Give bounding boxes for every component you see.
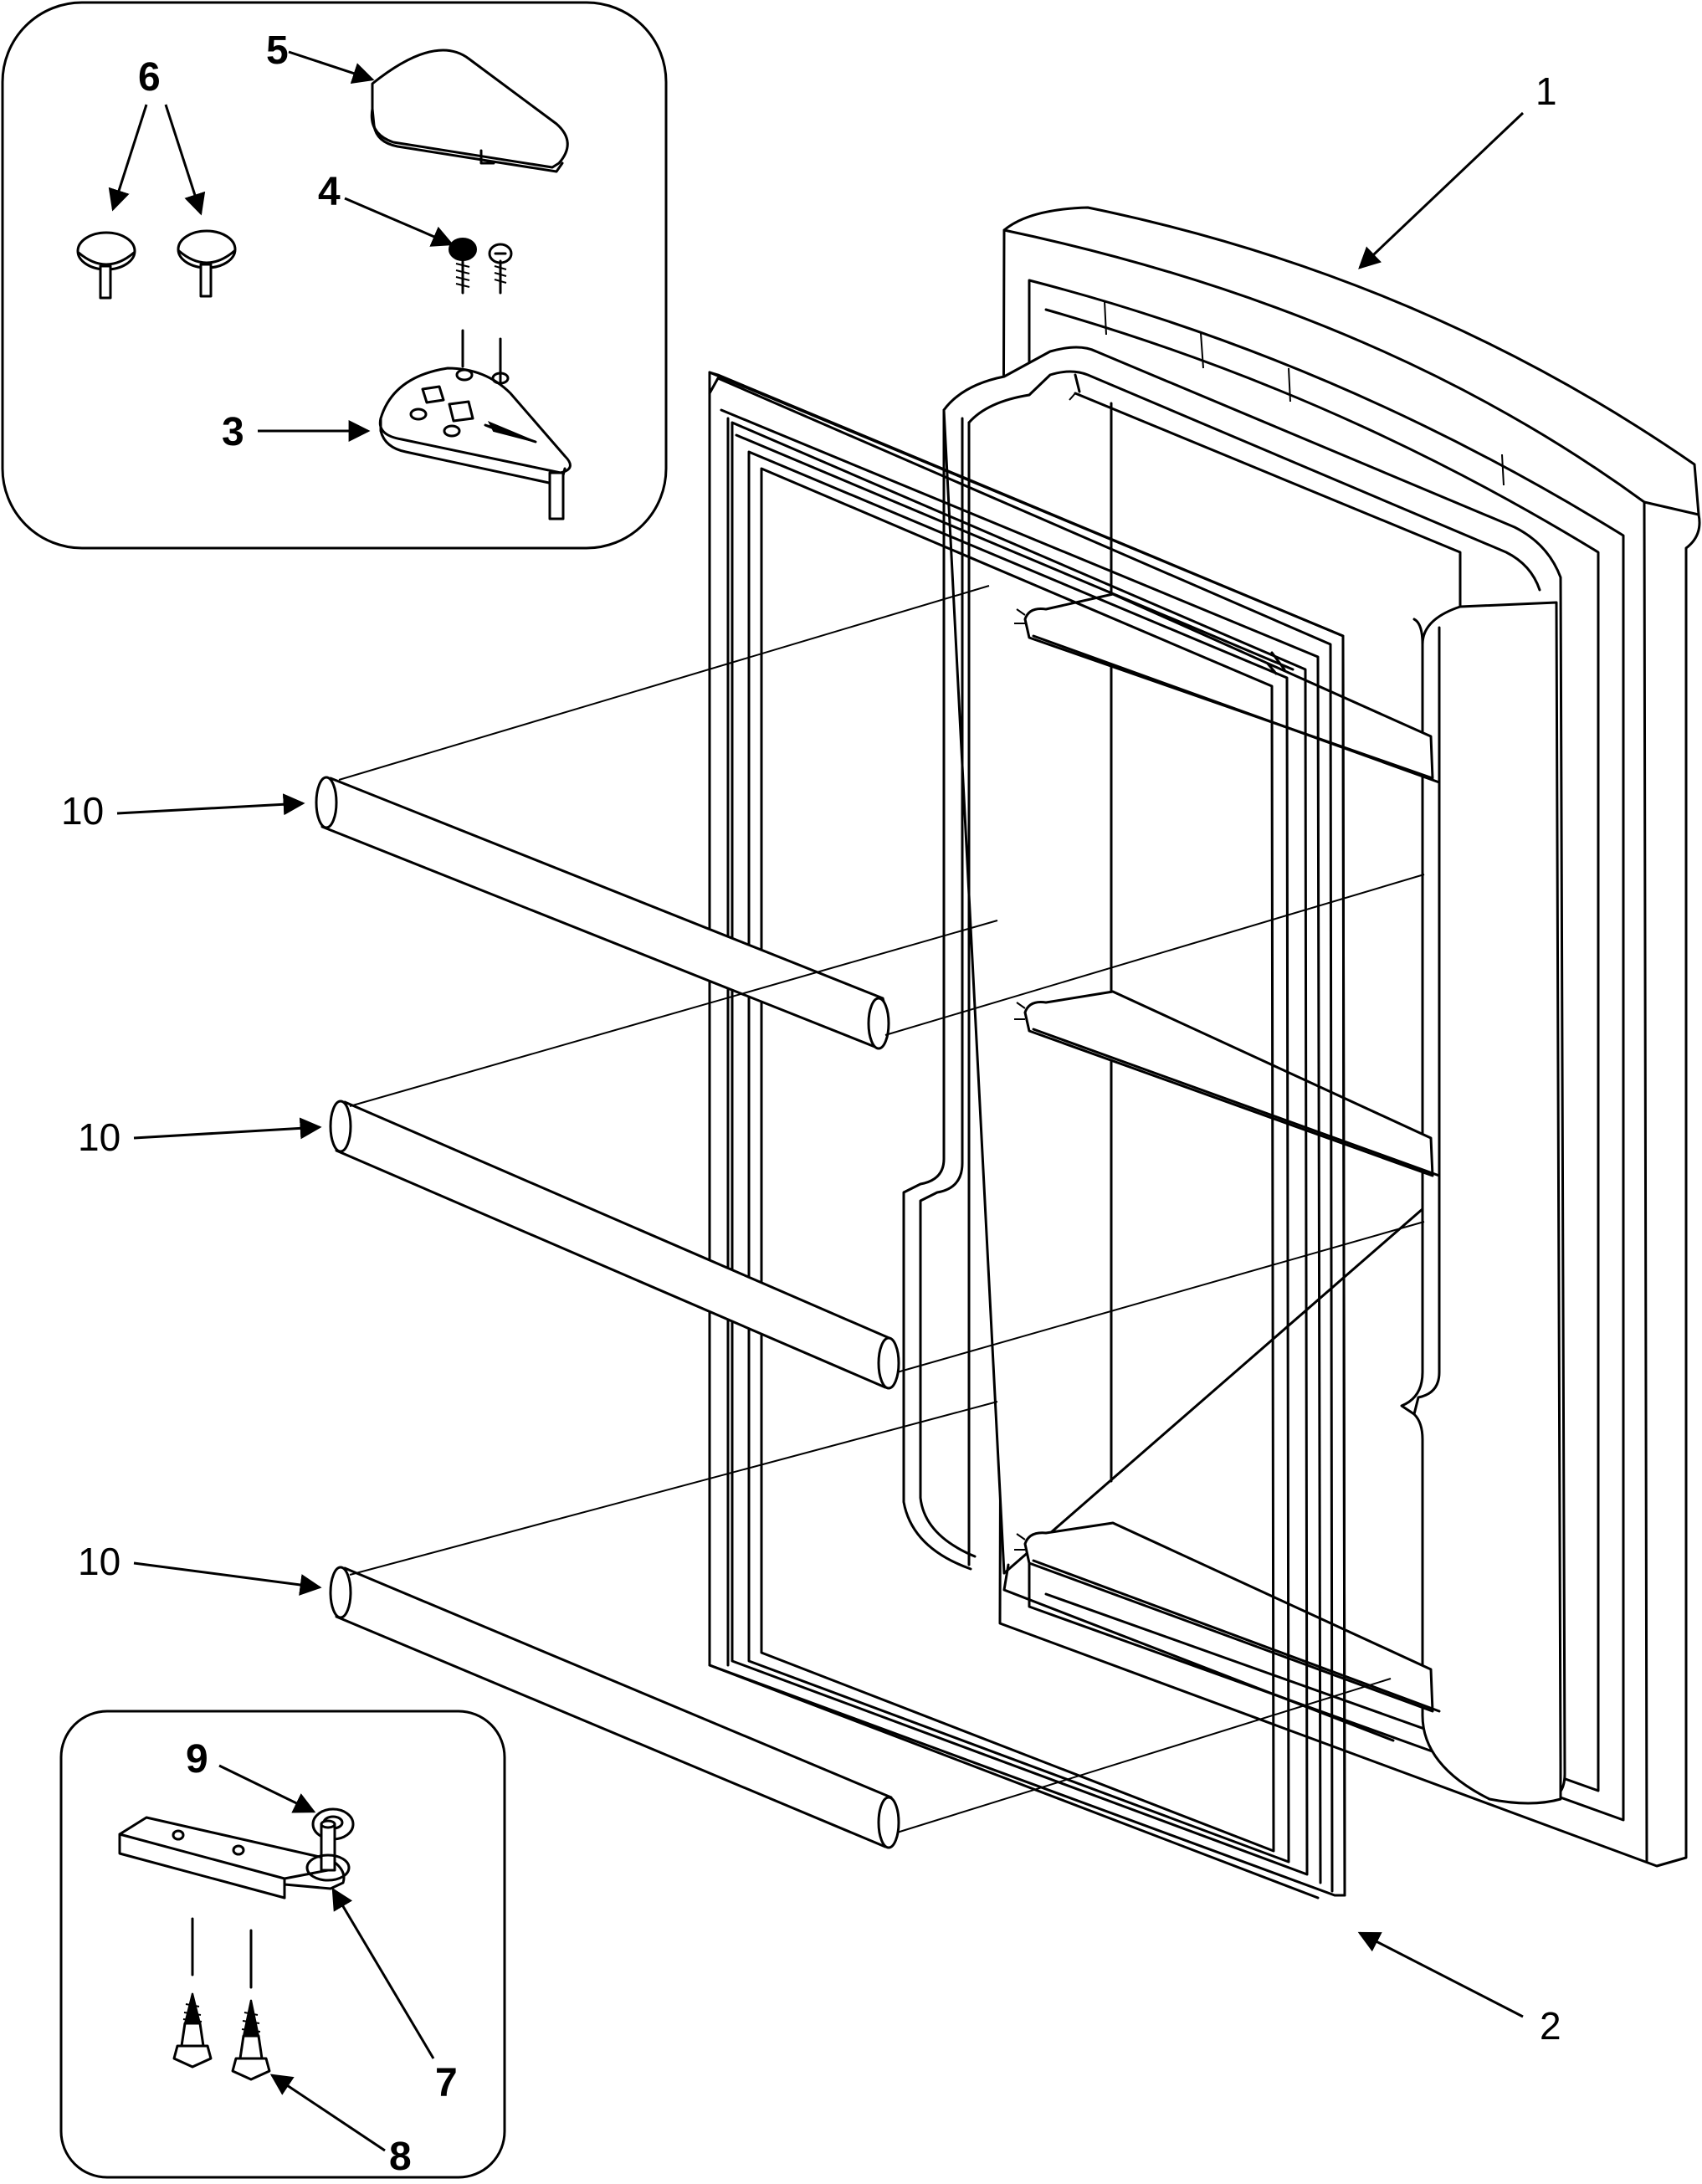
guide-line (349, 1401, 998, 1576)
guide-line (349, 920, 998, 1107)
callout-7: 7 (435, 2061, 458, 2105)
callout-10-bottom: 10 (78, 1540, 120, 1583)
leader-7 (331, 1887, 435, 2059)
part-1-door-assembly (902, 206, 1701, 1868)
leader-2 (1357, 1931, 1524, 2018)
callout-8: 8 (389, 2135, 412, 2179)
callout-10-top: 10 (61, 789, 104, 833)
leader-10-bottom (133, 1561, 322, 1596)
shelf-bar-bottom (329, 1566, 900, 1849)
shelf-bar-top (315, 776, 890, 1050)
callout-9: 9 (186, 1737, 208, 1782)
part-5-hinge-cover (370, 49, 569, 173)
inset-top-hinge-parts: 5 6 4 3 (1, 1, 668, 550)
callout-5: 5 (266, 28, 289, 73)
part-6-hole-plugs (76, 229, 237, 300)
guide-line (896, 1221, 1425, 1373)
callout-1: 1 (1535, 69, 1557, 113)
leader-6b (164, 104, 206, 216)
guide-line (884, 874, 1425, 1036)
leader-4 (344, 197, 454, 247)
inset-frame-bottom (59, 1710, 506, 2179)
part-10-shelf-bars: 10 10 10 (61, 585, 1425, 1849)
guide-line (338, 585, 990, 781)
part-7-bottom-hinge (118, 1816, 351, 1899)
part-2-door-gasket (708, 371, 1346, 1899)
leader-10-middle (133, 1117, 322, 1140)
leader-8 (269, 2074, 386, 2152)
shelf-bar-middle (329, 1100, 900, 1390)
leader-9 (218, 1764, 316, 1813)
guide-line (896, 1678, 1392, 1833)
inset-bottom-hinge-parts: 9 7 8 (59, 1710, 506, 2179)
callout-2: 2 (1540, 2004, 1561, 2048)
leader-10-top (116, 793, 305, 816)
leader-5 (288, 50, 375, 85)
inset-frame-top (1, 1, 668, 550)
part-8-hinge-screws (172, 1917, 271, 2081)
callout-3: 3 (222, 410, 244, 454)
callout-6: 6 (138, 55, 161, 100)
leader-6a (108, 104, 148, 212)
leader-1 (1358, 111, 1525, 269)
part-4-screws (449, 238, 513, 402)
callout-4: 4 (318, 170, 341, 214)
part-3-top-hinge-plate (378, 367, 572, 520)
callout-10-middle: 10 (78, 1115, 120, 1159)
